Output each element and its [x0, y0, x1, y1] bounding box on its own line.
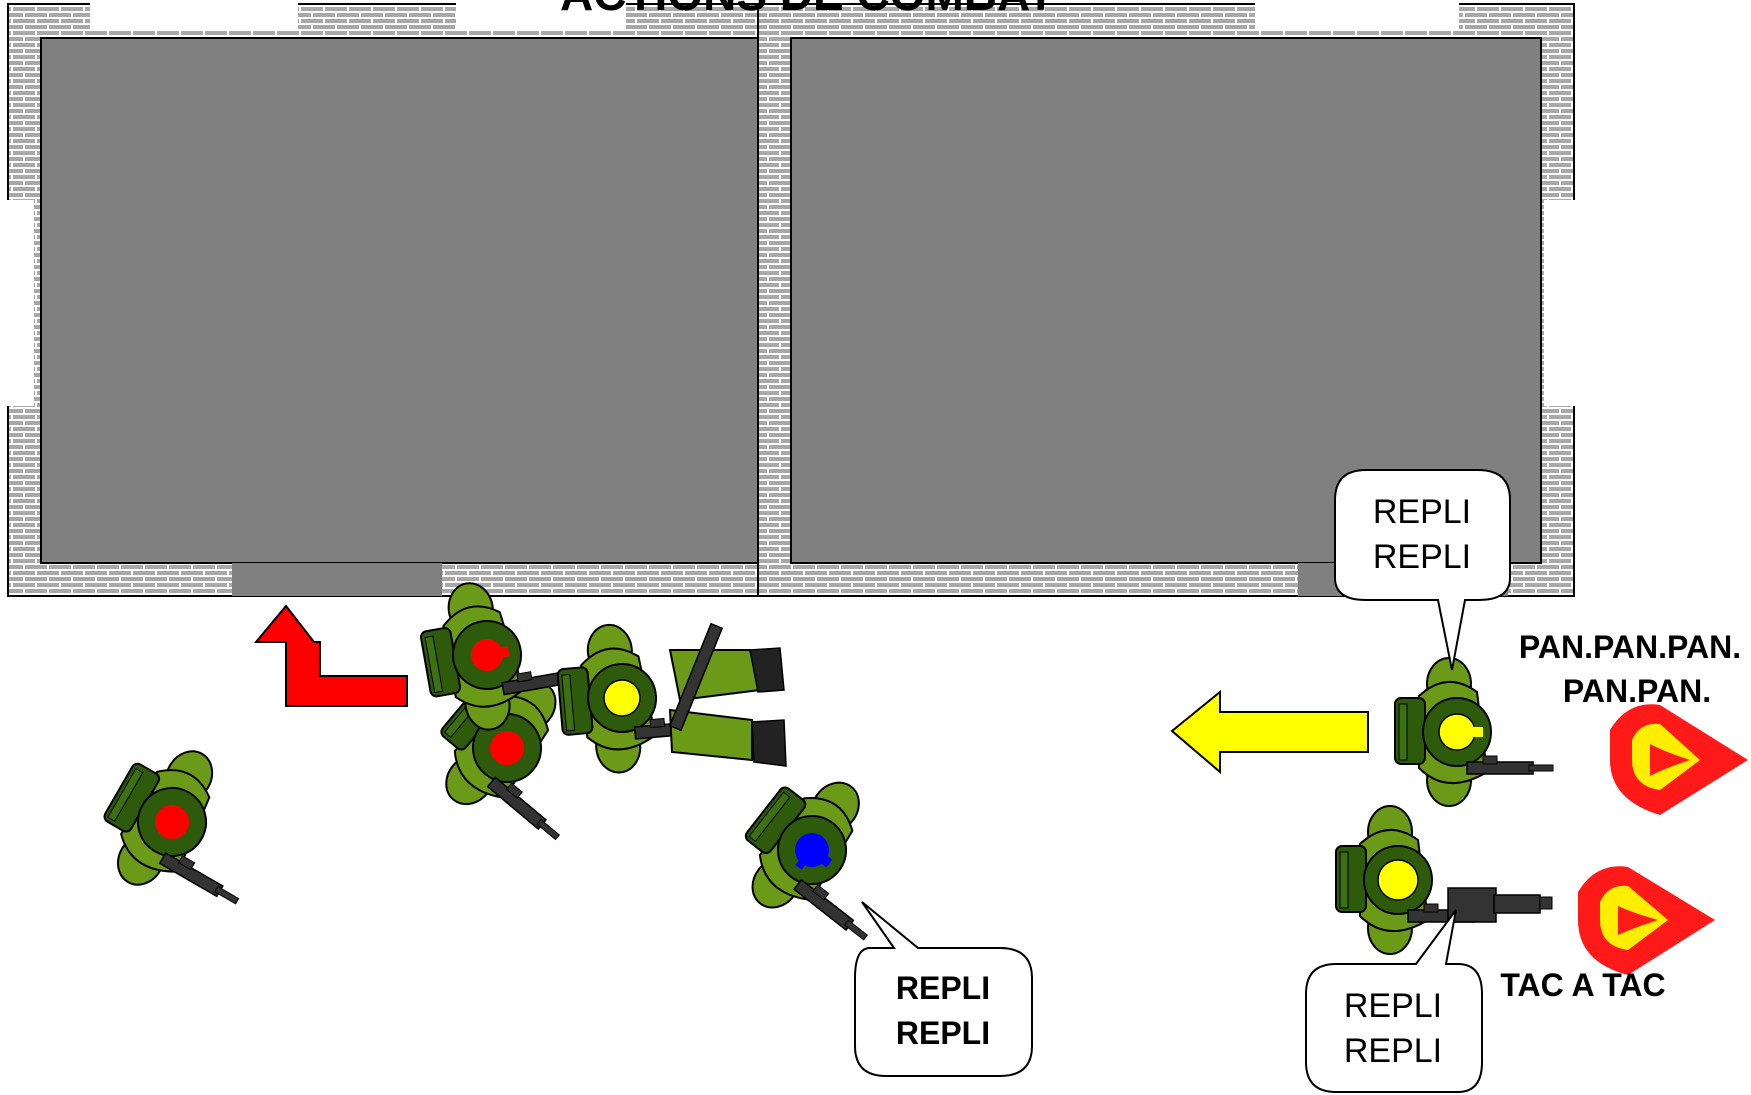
window-gap [90, 0, 298, 30]
soldier-red-3 [412, 564, 596, 740]
marker-yellow-icon [1438, 713, 1476, 751]
speech-bubble-bottom-right: REPLI REPLI [1305, 909, 1483, 1093]
soldier-red-1 [80, 725, 294, 936]
muzzle-flash-icon [1578, 866, 1715, 975]
window-gap [1255, 0, 1459, 30]
sound-label: TAC A TAC [1500, 967, 1665, 1003]
bubble-line: REPLI [896, 970, 990, 1006]
marker-red-icon [471, 639, 503, 671]
window-gap [1544, 200, 1578, 406]
doorway-left [232, 563, 442, 596]
speech-bubble-bottom-center: REPLI REPLI [854, 901, 1033, 1077]
window-gap [0, 200, 34, 406]
room-left [40, 37, 759, 564]
marker-yellow-icon [603, 679, 641, 717]
page-title: ACTIONS DE COMBAT [560, 0, 1055, 20]
yellow-arrow-icon [1170, 689, 1369, 775]
sound-label: PAN.PAN.PAN. [1519, 629, 1741, 665]
building [0, 0, 1578, 597]
soldier-legs [668, 622, 787, 767]
muzzle-flash-icon [1610, 704, 1748, 815]
machine-gun-icon [1447, 887, 1553, 923]
soldier-blue [716, 752, 935, 969]
sound-label: PAN.PAN. [1563, 673, 1711, 709]
speech-bubble-top-right: REPLI REPLI [1334, 469, 1511, 671]
red-arrow-icon [253, 604, 408, 707]
soldier-yellow-2 [1394, 657, 1554, 807]
bubble-line: REPLI [1344, 1032, 1442, 1070]
marker-red-icon [155, 805, 189, 839]
bubble-line: REPLI [896, 1015, 990, 1051]
window-gap [456, 0, 626, 30]
bubble-line: REPLI [1344, 987, 1442, 1025]
bubble-line: REPLI [1373, 493, 1471, 531]
marker-red-icon [490, 731, 524, 765]
soldier-yellow-3 [1335, 805, 1495, 955]
bubble-line: REPLI [1373, 538, 1471, 576]
soldier-red-2 [410, 650, 630, 868]
marker-yellow-icon [1377, 859, 1419, 901]
soldier-yellow-1 [552, 614, 726, 779]
